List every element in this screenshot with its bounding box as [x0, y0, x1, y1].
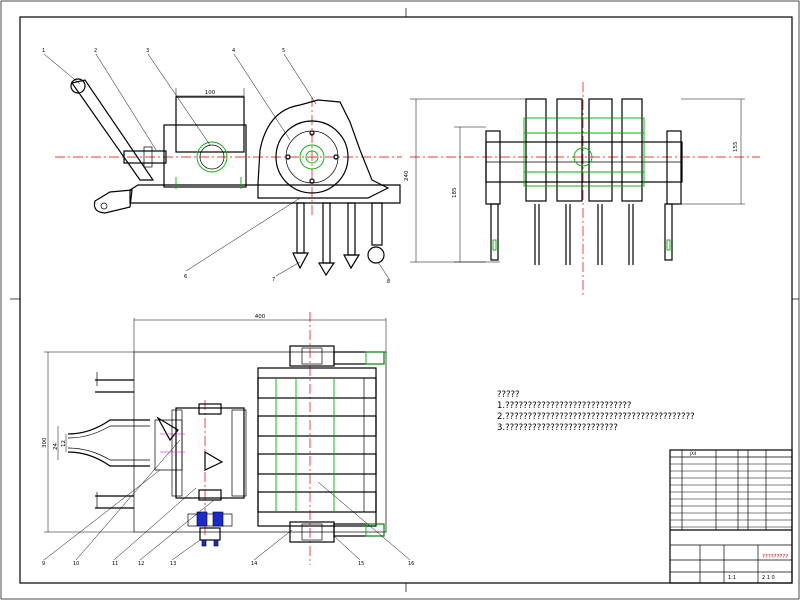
leaders-top	[43, 53, 390, 280]
tb-header: JX4	[689, 451, 697, 456]
dim-12: 12	[61, 440, 67, 447]
top-rotor-rows	[257, 377, 377, 513]
part-balloons: 1 2 3 4 5 6 7 8 9 10 11 12 13 14 15 16	[42, 48, 414, 567]
dim-240: 240	[404, 170, 410, 181]
balloon-13: 13	[170, 561, 176, 567]
note-line-1: 1.????????????????????????????	[497, 401, 631, 411]
top-rotor-frame	[257, 367, 377, 527]
title-block: JX4 ????????? 1:1 2 1 0	[669, 449, 793, 584]
balloon-16: 16	[408, 561, 414, 567]
notes-title: ?????	[497, 390, 520, 400]
hitch-plate	[93, 189, 133, 214]
tb-sheet: 2 1 0	[762, 575, 775, 581]
balloon-4: 4	[232, 48, 235, 54]
balloon-14: 14	[251, 561, 257, 567]
main-frame-beam	[129, 184, 401, 204]
balloon-15: 15	[358, 561, 364, 567]
input-shaft	[123, 150, 167, 164]
top-gearbox	[175, 407, 245, 499]
handle-bar	[70, 79, 155, 181]
dim-100: 100	[205, 90, 216, 96]
rotor-disc-outer	[275, 120, 349, 194]
side-view: 240 185 155	[404, 82, 760, 298]
tine-set-side	[490, 203, 673, 265]
inner-frame	[19, 16, 793, 584]
gearbox-housing	[163, 124, 247, 188]
top-frame-outline	[133, 351, 387, 533]
balloon-12: 12	[138, 561, 144, 567]
balloon-9: 9	[42, 561, 45, 567]
balloon-11: 11	[112, 561, 118, 567]
note-line-3: 3.?????????????????????????	[497, 423, 618, 433]
top-bearing-top	[289, 345, 335, 367]
balloon-6: 6	[184, 274, 187, 280]
dim-24: 24	[53, 443, 59, 450]
blue-section-2	[212, 511, 224, 527]
balloon-7: 7	[272, 277, 275, 283]
balloon-5: 5	[282, 48, 285, 54]
balloon-10: 10	[73, 561, 79, 567]
balloon-2: 2	[94, 48, 97, 54]
dim-185: 185	[452, 187, 458, 198]
technical-notes: ????? 1.???????????????????????????? 2.?…	[497, 390, 695, 433]
side-hub	[573, 147, 593, 167]
side-end-plate-right	[666, 130, 682, 205]
balloon-8: 8	[387, 279, 390, 285]
top-hitch-curves	[67, 419, 150, 467]
tine-set-front	[292, 202, 385, 277]
dim-155: 155	[733, 141, 739, 152]
top-view: 400 300 24 12	[42, 312, 411, 565]
rotor-cover	[257, 99, 390, 199]
dim-300: 300	[42, 437, 48, 448]
tb-drawing-name: ?????????	[762, 554, 788, 560]
dim-400: 400	[255, 314, 266, 320]
leaders-bottom	[43, 439, 411, 561]
note-line-2: 2.??????????????????????????????????????…	[497, 412, 695, 422]
rotor-hub	[299, 144, 325, 170]
front-view: 100	[43, 53, 402, 280]
gearbox-shaft-circle	[196, 141, 228, 173]
balloon-1: 1	[42, 48, 45, 54]
blue-section-1	[196, 511, 208, 527]
tb-scale: 1:1	[728, 575, 736, 581]
balloon-3: 3	[146, 48, 149, 54]
